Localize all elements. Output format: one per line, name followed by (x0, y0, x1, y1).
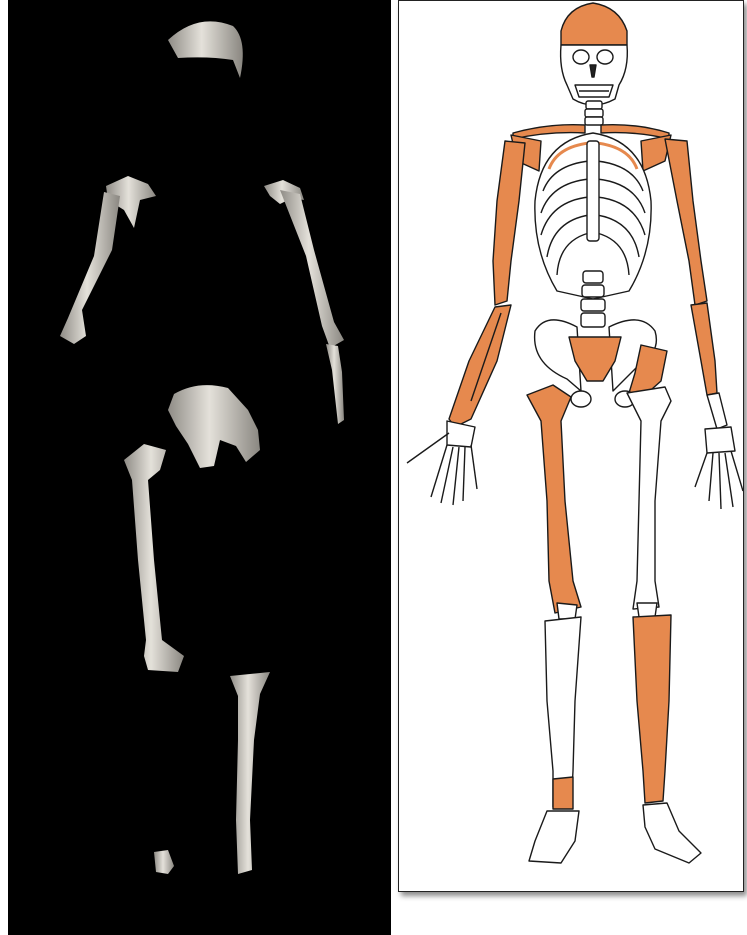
lumbar-spine (581, 271, 605, 327)
left-forearm-lower (707, 393, 727, 429)
right-foot (529, 811, 579, 863)
bone-photo-panel (8, 0, 391, 935)
left-eye-socket (573, 50, 589, 64)
right-eye-socket (597, 50, 613, 64)
left-arm (665, 139, 743, 509)
left-forearm (691, 303, 717, 395)
right-patella (557, 603, 577, 619)
right-forearm (449, 305, 511, 427)
left-femur (627, 387, 671, 609)
right-femur (527, 385, 581, 613)
left-foot (643, 803, 701, 863)
right-humerus (493, 141, 525, 305)
right-arm (407, 141, 525, 505)
skeleton-diagram-svg (399, 1, 743, 891)
skull-cap-highlight (561, 3, 627, 45)
left-ulna-bone (326, 344, 344, 424)
right-obturator (571, 391, 591, 407)
cervical-spine (585, 101, 603, 125)
left-patella (637, 603, 657, 617)
left-humerus-bone (280, 190, 344, 348)
left-hand (695, 427, 743, 509)
right-leg (527, 385, 581, 863)
pelvis-sacrum-bone (168, 385, 260, 468)
tibia-bone (230, 672, 270, 874)
right-ankle-highlight (553, 777, 573, 809)
left-tibia (633, 615, 671, 803)
skull (561, 3, 628, 105)
right-humerus-bone (60, 192, 120, 344)
foot-bone (154, 850, 174, 874)
skeleton-diagram-panel (398, 0, 744, 892)
skull-cap-bone (168, 21, 243, 78)
right-hand (407, 421, 477, 505)
left-leg (627, 387, 701, 863)
right-femur-bone (124, 444, 184, 672)
bone-photo-svg (8, 0, 391, 935)
left-humerus (665, 139, 707, 305)
